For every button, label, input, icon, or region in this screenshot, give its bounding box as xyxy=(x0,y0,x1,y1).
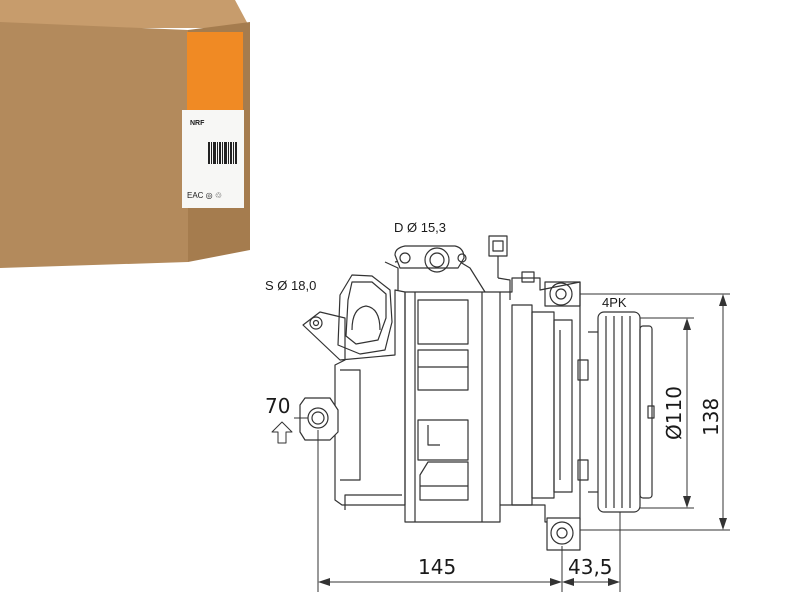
mount-offset-label: 70 xyxy=(265,394,290,418)
suction-port xyxy=(337,261,399,355)
discharge-port xyxy=(394,245,467,273)
compressor-drawing xyxy=(271,235,730,592)
electrical-connector xyxy=(488,235,511,300)
mount-hole-bottom-right xyxy=(550,521,574,545)
length-dimension-label: 145 xyxy=(418,555,456,579)
compressor-body xyxy=(394,257,501,523)
height-dimension-label: 138 xyxy=(699,398,723,436)
pulley-offset-label: 43,5 xyxy=(568,555,613,579)
compressor-front xyxy=(500,271,589,551)
suction-diameter-label: S Ø 18,0 xyxy=(265,278,316,293)
mount-hole-top-right xyxy=(549,282,573,306)
packaging-box: NRF EAC ◎ ♲ xyxy=(0,0,250,268)
belt-type-label: 4PK xyxy=(602,295,627,310)
discharge-diameter-label: D Ø 15,3 xyxy=(394,220,446,235)
mount-hole-top-left xyxy=(309,316,323,330)
pulley xyxy=(588,311,655,513)
pulley-diameter-label: Ø110 xyxy=(662,386,686,440)
box-front-face xyxy=(0,22,188,268)
box-orange-label xyxy=(187,32,243,112)
compressor-housing-left xyxy=(299,289,406,510)
barcode-icon xyxy=(208,142,237,164)
dimension-arrowheads xyxy=(318,294,727,586)
box-top-face xyxy=(0,0,250,28)
box-certification-symbols: EAC ◎ ♲ xyxy=(187,191,222,200)
box-brand-logo: NRF xyxy=(190,120,205,127)
dimension-lines xyxy=(271,293,730,592)
